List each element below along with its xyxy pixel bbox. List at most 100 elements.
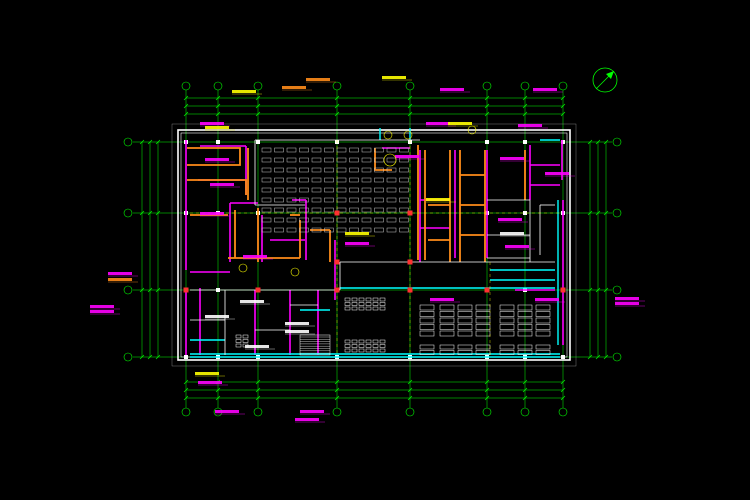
- seat: [379, 302, 386, 306]
- seat: [299, 187, 309, 193]
- seat: [535, 330, 551, 337]
- dimension-tick: [215, 95, 221, 101]
- annotation-tag: [505, 245, 529, 248]
- seat: [535, 304, 551, 311]
- seat: [386, 177, 397, 183]
- dimension-tick: [139, 139, 145, 145]
- annotation-tag: [232, 90, 256, 93]
- seat: [324, 147, 334, 153]
- seat: [535, 344, 551, 350]
- axis-bubble: [253, 407, 263, 417]
- equipment-icons: [238, 125, 477, 277]
- seat: [439, 311, 455, 317]
- dimension-tick: [407, 387, 413, 393]
- seat: [344, 297, 351, 302]
- annotation-tag: [500, 232, 524, 235]
- seat: [261, 187, 272, 193]
- dimension-tick: [595, 210, 601, 216]
- seat: [386, 147, 397, 153]
- seat: [499, 311, 515, 317]
- red-column-markers: [183, 210, 566, 293]
- dimension-tick: [255, 95, 261, 101]
- dimension-tick: [147, 210, 153, 216]
- annotation-tag: [205, 158, 229, 161]
- dimension-tick: [484, 395, 490, 401]
- column: [485, 140, 489, 144]
- seat: [324, 157, 334, 163]
- annotation-tag: [243, 255, 267, 258]
- annotation-tag: [90, 305, 114, 308]
- seat: [439, 304, 455, 311]
- column: [216, 140, 220, 144]
- seat: [311, 147, 322, 153]
- seat: [344, 344, 351, 348]
- annotation-tag: [240, 300, 264, 303]
- seat: [336, 207, 347, 213]
- annotation-tag: [518, 124, 542, 127]
- dimension-tick: [522, 387, 528, 393]
- dimension-tick: [183, 103, 189, 109]
- seat: [365, 344, 372, 348]
- seat: [311, 207, 322, 213]
- seat: [419, 317, 435, 324]
- dimension-tick: [215, 111, 221, 117]
- seat: [286, 177, 297, 183]
- red-column: [255, 287, 261, 293]
- dimension-tick: [334, 387, 340, 393]
- seat: [457, 317, 473, 324]
- seat: [274, 147, 284, 153]
- seat: [374, 207, 384, 213]
- column: [184, 355, 188, 359]
- seat: [274, 227, 284, 233]
- annotation-tag: [205, 126, 229, 129]
- annotation-tag: [245, 345, 269, 348]
- dimension-tick: [587, 210, 593, 216]
- dimension-tick: [255, 395, 261, 401]
- dimension-tick: [522, 103, 528, 109]
- seat: [299, 217, 309, 223]
- seat: [475, 311, 491, 317]
- annotation-tag: [615, 297, 639, 300]
- annotation-tag: [345, 242, 369, 245]
- dimension-tick: [183, 95, 189, 101]
- seat: [358, 302, 365, 306]
- seat: [344, 348, 351, 353]
- dimension-tick: [587, 139, 593, 145]
- seat: [372, 297, 379, 302]
- seat: [475, 330, 491, 337]
- axis-bubble: [482, 81, 492, 91]
- annotation-tag: [448, 122, 472, 125]
- seat: [299, 207, 309, 213]
- seat: [361, 167, 372, 173]
- seat: [274, 177, 284, 183]
- seat: [372, 348, 379, 353]
- seat: [419, 350, 435, 355]
- axis-bubble: [123, 137, 133, 147]
- axis-bubble: [520, 407, 530, 417]
- seat: [324, 167, 334, 173]
- column: [523, 140, 527, 144]
- seat: [349, 197, 359, 203]
- dimension-tick: [603, 354, 609, 360]
- annotation-tag: [395, 155, 419, 158]
- seat: [517, 344, 533, 350]
- seat: [235, 343, 242, 348]
- axis-bubble: [612, 137, 622, 147]
- seat: [349, 177, 359, 183]
- annotation-tag: [198, 381, 222, 384]
- seat: [311, 187, 322, 193]
- seat: [374, 197, 384, 203]
- column: [561, 140, 565, 144]
- dimension-tick: [334, 395, 340, 401]
- seat: [419, 324, 435, 330]
- dimension-tick: [595, 287, 601, 293]
- seat: [386, 207, 397, 213]
- dimension-tick: [407, 95, 413, 101]
- axis-bubble: [612, 208, 622, 218]
- dimension-tick: [560, 395, 566, 401]
- dimension-tick: [147, 354, 153, 360]
- annotation-tag: [306, 78, 330, 81]
- seat: [365, 297, 372, 302]
- dimension-tick: [595, 354, 601, 360]
